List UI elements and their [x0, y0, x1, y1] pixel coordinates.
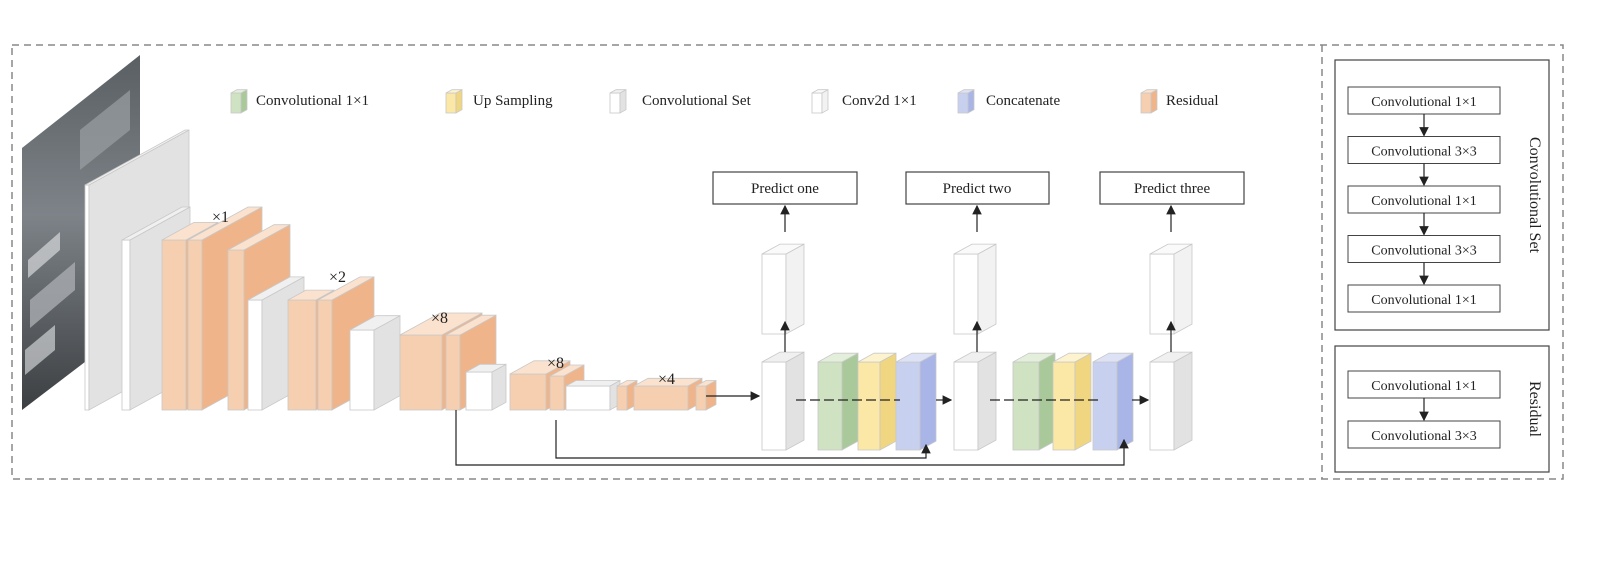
convset-step-label-3: Convolutional 1×1	[1371, 194, 1477, 209]
main-frame	[11, 44, 1564, 480]
predict-two-box: Predict two	[905, 171, 1050, 205]
legend-upsampling-label: Up Sampling	[473, 93, 553, 109]
network-blocks	[84, 129, 1193, 451]
convset-step-box-1	[1347, 86, 1501, 115]
predict-two-label: Predict two	[943, 181, 1012, 197]
residual-step-label-2: Convolutional 3×3	[1371, 429, 1477, 444]
head2-convset	[953, 351, 997, 451]
legend-conv2d-label: Conv2d 1×1	[842, 93, 917, 109]
downsample-block-3	[349, 315, 401, 411]
convset-step-box-5	[1347, 284, 1501, 313]
residual-panel-title: Residual	[1526, 381, 1543, 438]
head2-concat	[1092, 352, 1134, 451]
convset-step-box-4	[1347, 235, 1501, 263]
multiplier-r3: ×8	[431, 310, 448, 327]
multiplier-r1: ×1	[212, 209, 229, 226]
head3-conv2d	[1149, 243, 1193, 335]
predict-one-box: Predict one	[712, 171, 858, 205]
head1-upsample	[857, 352, 897, 451]
legend: Convolutional 1×1 Up Sampling Convolutio…	[230, 89, 1219, 114]
convset-step-label-1: Convolutional 1×1	[1371, 95, 1477, 110]
convset-step-label-2: Convolutional 3×3	[1371, 145, 1477, 160]
legend-concat-icon	[957, 89, 975, 114]
legend-residual-label: Residual	[1166, 93, 1219, 109]
convset-panel: Convolutional Set Convolutional 1×1Convo…	[1334, 59, 1550, 331]
predict-three-label: Predict three	[1134, 181, 1211, 197]
multiplier-r5: ×4	[658, 371, 675, 388]
predict-three-box: Predict three	[1099, 171, 1245, 205]
convset-step-box-2	[1347, 136, 1501, 164]
convset-step-label-5: Convolutional 1×1	[1371, 293, 1477, 308]
legend-convset-label: Convolutional Set	[642, 93, 752, 109]
residual-step-label-1: Convolutional 1×1	[1371, 379, 1477, 394]
predict-one-label: Predict one	[751, 181, 819, 197]
residual-panel: Residual Convolutional 1×1Convolutional …	[1334, 345, 1550, 473]
downsample-block-4	[465, 363, 507, 411]
skip-connection-long	[455, 410, 1129, 466]
residual-step-box-2	[1347, 420, 1501, 449]
legend-concat-label: Concatenate	[986, 93, 1060, 109]
convset-panel-title: Convolutional Set	[1526, 137, 1543, 254]
residual-step-box-1	[1347, 370, 1501, 399]
multiplier-r2: ×2	[329, 269, 346, 286]
legend-residual-icon	[1140, 89, 1158, 114]
multiplier-r4: ×8	[547, 355, 564, 372]
legend-conv1x1-icon	[230, 89, 248, 114]
head3-convset	[1149, 351, 1193, 451]
downsample-block-5	[565, 379, 621, 411]
residual-block-5c	[695, 379, 717, 411]
convset-step-label-4: Convolutional 3×3	[1371, 244, 1477, 259]
head1-conv2d	[761, 243, 805, 335]
legend-conv2d-icon	[811, 89, 829, 114]
head2-upsample	[1052, 352, 1092, 451]
legend-convset-icon	[609, 89, 627, 114]
skip-connection-short	[555, 420, 931, 459]
legend-upsampling-icon	[445, 89, 463, 114]
legend-conv1x1-label: Convolutional 1×1	[256, 93, 369, 109]
head2-conv2d	[953, 243, 997, 335]
head1-convset	[761, 351, 805, 451]
head2-conv1x1	[1012, 352, 1056, 451]
convset-step-box-3	[1347, 185, 1501, 214]
head1-concat	[895, 352, 937, 451]
connectors	[455, 204, 1176, 466]
head1-conv1x1	[817, 352, 859, 451]
